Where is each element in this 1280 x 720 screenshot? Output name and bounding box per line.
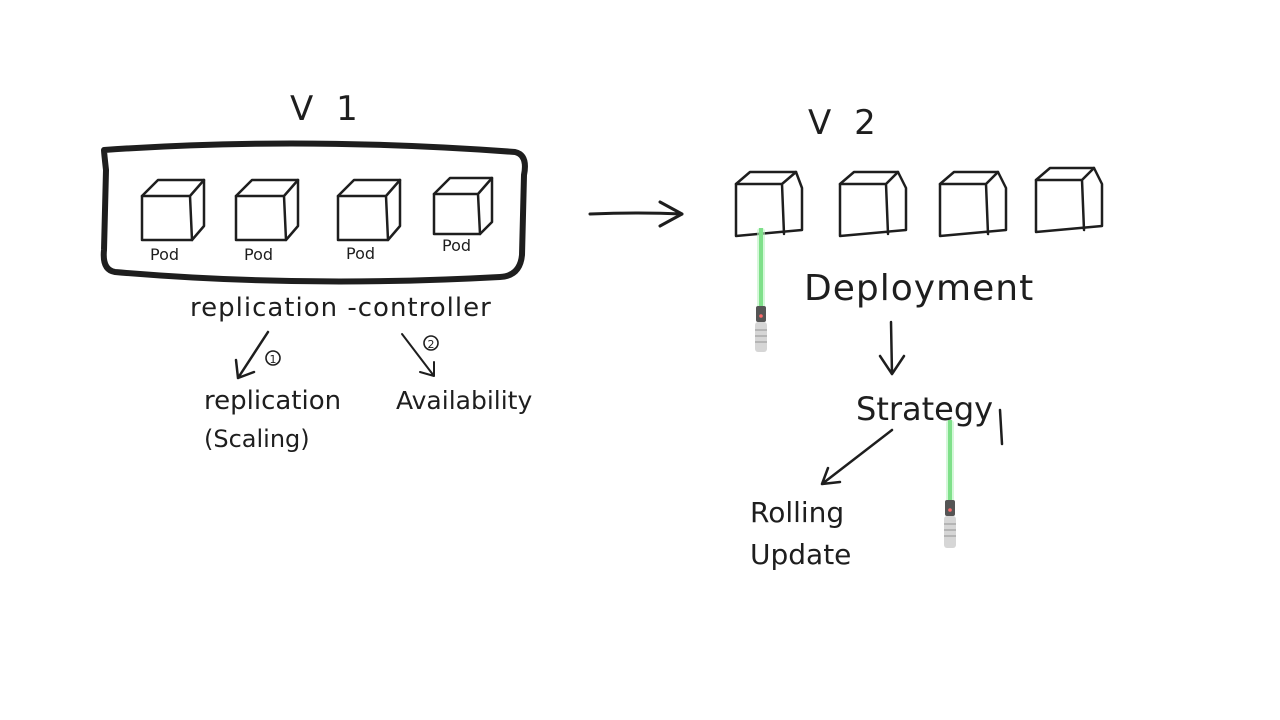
strategy-arrow <box>820 428 894 486</box>
badge-1-number: 1 <box>270 353 277 366</box>
lightsaber-icon <box>944 420 956 548</box>
lightsaber-icon <box>755 228 767 352</box>
availability-label: Availability <box>396 386 532 415</box>
v1-pod-4 <box>432 176 494 236</box>
transition-arrow <box>588 200 684 228</box>
badge-2-circle <box>423 335 439 351</box>
badge-1-circle <box>265 350 281 366</box>
badge-2-number: 2 <box>428 338 435 351</box>
v2-pod-4 <box>1034 166 1104 234</box>
v1-pod-1 <box>140 178 206 242</box>
v1-pod-2 <box>234 178 300 242</box>
v1-pod-label-1: Pod <box>150 245 179 264</box>
v1-title: V 1 <box>290 89 364 129</box>
v1-controller-frame <box>100 140 528 285</box>
strategy-label: Strategy <box>856 390 993 428</box>
v2-pod-2 <box>838 170 908 238</box>
v1-pod-label-3: Pod <box>346 244 375 263</box>
v1-pod-3 <box>336 178 402 242</box>
deployment-arrow <box>878 320 906 376</box>
availability-arrow <box>401 333 435 377</box>
rolling-label: Rolling <box>750 496 844 529</box>
scaling-label: (Scaling) <box>204 425 310 453</box>
strategy-y-tail <box>998 408 1004 446</box>
v2-pod-1 <box>734 170 804 238</box>
replication-controller-label: replication -controller <box>190 293 492 323</box>
replication-label: replication <box>204 386 341 416</box>
update-label: Update <box>750 538 851 571</box>
v2-title: V 2 <box>808 103 882 143</box>
v2-pod-3 <box>938 170 1008 238</box>
replication-arrow <box>234 330 270 380</box>
v1-pod-label-4: Pod <box>442 236 471 255</box>
v1-pod-label-2: Pod <box>244 245 273 264</box>
deployment-label: Deployment <box>804 268 1034 309</box>
